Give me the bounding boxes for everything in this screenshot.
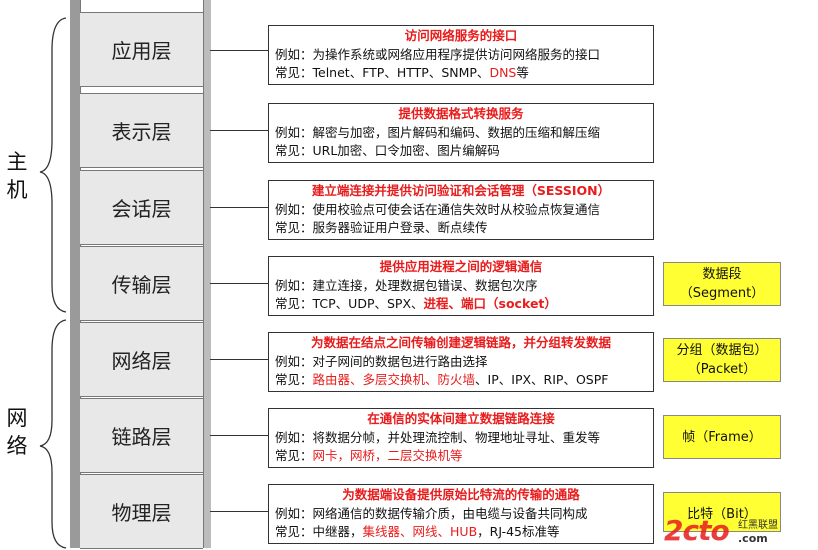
pdu-line: （Segment）: [679, 286, 765, 301]
connector-line: [210, 50, 268, 51]
desc-box-network: 为数据在结点之间传输创建逻辑链路，并分组转发数据 例如：对子网间的数据包进行路由…: [268, 332, 654, 392]
layer-session: 会话层: [80, 170, 203, 245]
pdu-line: 分组（数据包）: [676, 343, 768, 358]
connector-line: [210, 435, 268, 436]
desc-title: 为数据端设备提供原始比特流的传输的通路: [342, 487, 580, 502]
pdu-packet: 分组（数据包） （Packet）: [663, 338, 781, 382]
desc-title: 访问网络服务的接口: [404, 28, 518, 43]
common-text: 、IP、IPX、RIP、OSPF: [475, 372, 609, 387]
desc-box-transport: 提供应用进程之间的逻辑通信 例如：建立连接，处理数据包错误、数据包次序 常见：T…: [268, 256, 654, 316]
desc-title: 为数据在结点之间传输创建逻辑链路，并分组转发数据: [310, 335, 611, 350]
layer-presentation: 表示层: [80, 93, 203, 168]
desc-title: 建立端连接并提供访问验证和会话管理（SESSION）: [311, 183, 611, 198]
group-label-network-text: 网络: [6, 406, 28, 458]
desc-example: 例如：解密与加密，图片解码和编码、数据的压缩和解压缩: [275, 124, 601, 140]
desc-box-session: 建立端连接并提供访问验证和会话管理（SESSION） 例如：使用校验点可使会话在…: [268, 180, 654, 240]
layer-network: 网络层: [80, 322, 203, 397]
watermark-suffix: .com: [738, 532, 768, 545]
layer-physical: 物理层: [80, 474, 203, 549]
common-text: 常见：TCP、UDP、SPX、: [275, 296, 424, 311]
common-text-highlight: 集线器、网线、HUB: [362, 524, 478, 539]
connector-line: [210, 130, 268, 131]
layer-transport: 传输层: [80, 246, 203, 321]
layer-name: 链路层: [111, 425, 172, 449]
connector-line: [210, 283, 268, 284]
pdu-frame: 帧（Frame）: [663, 415, 781, 459]
layer-name: 会话层: [111, 197, 172, 221]
layer-name: 网络层: [111, 349, 172, 373]
layer-name: 应用层: [111, 39, 172, 63]
desc-example: 例如：将数据分帧，并处理流控制、物理地址寻址、重发等: [275, 429, 601, 445]
desc-example: 例如：建立连接，处理数据包错误、数据包次序: [275, 277, 538, 293]
connector-line: [210, 511, 268, 512]
common-text-highlight: 进程、端口（socket）: [423, 296, 557, 311]
pdu-line: 数据段: [702, 267, 742, 282]
desc-example: 例如：使用校验点可使会话在通信失效时从校验点恢复通信: [275, 201, 601, 217]
common-text: 常见：: [275, 448, 313, 463]
connector-line: [210, 207, 268, 208]
group-label-network: 网络: [6, 404, 28, 460]
watermark-logo: 2cto 红黑联盟 .com: [662, 512, 780, 550]
desc-common: 常见：中继器，集线器、网线、HUB，RJ-45标准等: [275, 523, 647, 542]
desc-common: 常见：路由器、多层交换机、防火墙、IP、IPX、RIP、OSPF: [275, 371, 647, 390]
common-text: 等: [516, 65, 529, 80]
group-label-host: 主机: [6, 148, 28, 204]
desc-example: 例如：对子网间的数据包进行路由选择: [275, 353, 488, 369]
common-text: 常见：: [275, 372, 313, 387]
desc-common: 常见：服务器验证用户登录、断点续传: [275, 219, 647, 238]
desc-title: 在通信的实体间建立数据链路连接: [367, 411, 555, 426]
desc-box-physical: 为数据端设备提供原始比特流的传输的通路 例如：网络通信的数据传输介质，由电缆与设…: [268, 484, 654, 544]
common-text: ，RJ-45标准等: [477, 524, 560, 539]
pdu-bit: 比特（Bit）: [663, 492, 781, 532]
common-text: 常见：URL加密、口令加密、图片编解码: [275, 143, 500, 158]
pdu-line: 帧（Frame）: [682, 429, 762, 445]
stack-right-edge: [203, 0, 211, 548]
osi-layer-stack: 应用层 表示层 会话层 传输层 网络层 链路层 物理层: [70, 0, 211, 549]
desc-common: 常见：网卡，网桥，二层交换机等: [275, 447, 647, 466]
desc-box-application: 访问网络服务的接口 例如：为操作系统或网络应用程序提供访问网络服务的接口 常见：…: [268, 25, 654, 85]
desc-common: 常见：Telnet、FTP、HTTP、SNMP、DNS等: [275, 64, 647, 83]
layer-datalink: 链路层: [80, 398, 203, 473]
desc-box-presentation: 提供数据格式转换服务 例如：解密与加密，图片解码和编码、数据的压缩和解压缩 常见…: [268, 103, 654, 163]
host-brace: [39, 17, 67, 549]
common-text: 常见：中继器，: [275, 524, 363, 539]
pdu-line: 比特（Bit）: [687, 507, 757, 522]
common-text-highlight: DNS: [489, 65, 517, 80]
layer-name: 物理层: [111, 501, 172, 525]
desc-common: 常见：URL加密、口令加密、图片编解码: [275, 142, 647, 161]
watermark-cn: 红黑联盟: [738, 520, 778, 531]
group-label-host-text: 主机: [6, 150, 28, 202]
common-text: 常见：服务器验证用户登录、断点续传: [275, 220, 488, 235]
layer-application: 应用层: [80, 12, 203, 87]
common-text: 常见：Telnet、FTP、HTTP、SNMP、: [275, 65, 490, 80]
pdu-segment: 数据段 （Segment）: [663, 262, 781, 306]
watermark-brand: 2cto: [664, 514, 730, 547]
layer-name: 传输层: [111, 273, 172, 297]
desc-common: 常见：TCP、UDP、SPX、进程、端口（socket）: [275, 295, 647, 314]
desc-title: 提供应用进程之间的逻辑通信: [379, 259, 543, 274]
layer-name: 表示层: [111, 120, 172, 144]
common-text-highlight: 路由器、多层交换机、防火墙: [312, 372, 476, 387]
pdu-line: （Packet）: [687, 362, 757, 377]
desc-example: 例如：为操作系统或网络应用程序提供访问网络服务的接口: [275, 46, 601, 62]
common-text-highlight: 网卡，网桥，二层交换机等: [312, 448, 463, 463]
desc-example: 例如：网络通信的数据传输介质，由电缆与设备共同构成: [275, 505, 588, 521]
desc-box-datalink: 在通信的实体间建立数据链路连接 例如：将数据分帧，并处理流控制、物理地址寻址、重…: [268, 408, 654, 468]
connector-line: [210, 359, 268, 360]
desc-title: 提供数据格式转换服务: [398, 106, 524, 121]
